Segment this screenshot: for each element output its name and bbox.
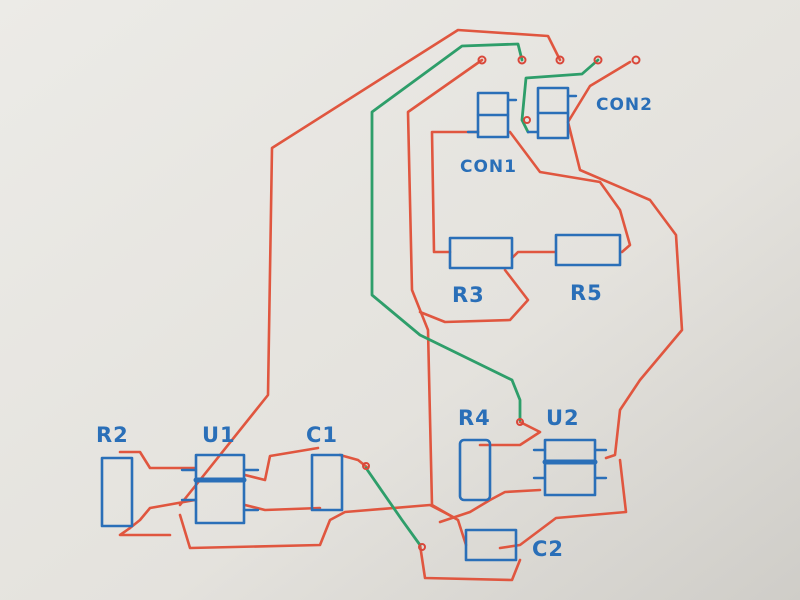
trace-u1-c1-top (243, 446, 320, 482)
r3-body (448, 236, 514, 270)
label-r2: R2 (96, 423, 129, 447)
trace-r3-loop (418, 268, 530, 324)
trace-u1-r2-bottom (118, 498, 197, 537)
trace-r3-r5-bottom (510, 250, 557, 260)
trace-u2-bottom (438, 488, 542, 524)
header-pad-4 (593, 55, 603, 65)
trace-u2-right (498, 458, 628, 550)
trace-bottom-mid (243, 503, 322, 512)
trace-con2-u2 (566, 60, 684, 460)
u2-pad (516, 418, 524, 426)
header-pad-2 (517, 55, 527, 65)
label-con1: CON1 (460, 157, 517, 177)
label-c1: C1 (306, 423, 338, 447)
r2-body (100, 456, 134, 528)
label-u1: U1 (202, 423, 236, 447)
trace-c1-right (338, 453, 370, 470)
u1-body (194, 453, 246, 525)
r4-body (458, 438, 492, 502)
c1-body (310, 453, 344, 512)
trace-green-con2 (520, 58, 600, 134)
component-c1 (310, 453, 344, 512)
con2-pad (523, 116, 531, 124)
trace-top-loop (178, 28, 562, 507)
r5-body (554, 233, 622, 267)
red-traces (118, 28, 684, 582)
label-r4: R4 (458, 406, 491, 430)
component-con1 (466, 91, 518, 139)
u2-body (543, 438, 597, 497)
trace-green-c1-c2 (364, 466, 422, 547)
trace-u1-r2-top (118, 450, 197, 470)
component-con2 (526, 86, 578, 140)
header-pad-5 (631, 55, 641, 65)
header-pads (362, 55, 641, 551)
c2-body (464, 528, 518, 562)
trace-u1-bottom (178, 503, 457, 550)
component-r2 (100, 456, 134, 528)
component-u2 (532, 438, 608, 497)
component-u1 (180, 453, 260, 525)
label-r5: R5 (570, 281, 603, 305)
component-r5 (554, 233, 622, 267)
green-traces (364, 42, 600, 547)
component-labels: CON1 CON2 R3 R5 R2 U1 C1 R4 U2 C2 (96, 95, 653, 561)
trace-header-to-con1 (406, 58, 484, 507)
trace-c2-bottom (418, 543, 522, 582)
label-c2: C2 (532, 537, 564, 561)
label-u2: U2 (546, 406, 580, 430)
c1-pad (362, 462, 370, 470)
label-r3: R3 (452, 283, 485, 307)
component-r4 (458, 438, 492, 502)
header-pad-1 (477, 55, 487, 65)
c2-pad (418, 543, 426, 551)
trace-con1-r5 (508, 130, 632, 254)
trace-r4-u2 (478, 420, 542, 447)
component-r3 (448, 236, 514, 270)
label-con2: CON2 (596, 95, 653, 115)
component-c2 (464, 528, 518, 562)
header-pad-3 (555, 55, 565, 65)
trace-green-header-u2 (370, 42, 524, 422)
trace-con1-r3 (430, 130, 480, 254)
